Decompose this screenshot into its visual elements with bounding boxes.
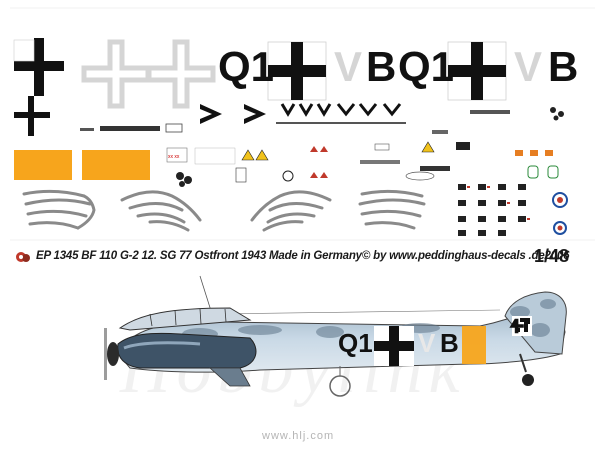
balkenkreuz-outline-icon: [81, 39, 216, 109]
scale-label: 1/48: [534, 246, 570, 266]
warning-triangle-icon: [255, 149, 269, 161]
small-frames: [527, 165, 559, 179]
aircraft-code-q1: Q1: [338, 328, 373, 358]
orange-band-decal: [82, 150, 150, 180]
code-v-right: V: [514, 43, 543, 90]
balkenkreuz-icon: [447, 41, 507, 101]
triangle-icon: [320, 146, 328, 152]
tail-wheel-shape: [522, 374, 534, 386]
orange-fuselage-band: [462, 326, 486, 364]
code-v-left: V: [334, 43, 363, 90]
triangle-icon: [310, 172, 318, 178]
engine-nacelle-shape: [117, 332, 257, 369]
roundel-icon: [552, 192, 568, 235]
decal-sheet-graphics: xx xx: [10, 7, 595, 241]
triangle-icon: [320, 172, 328, 178]
small-markings: xx xx: [166, 141, 553, 181]
fuselage-balkenkreuz-icon: [374, 326, 414, 366]
gear-ring-shape: [329, 375, 351, 397]
aircraft-code-b: B: [440, 328, 459, 358]
swastika-icon: [509, 316, 532, 336]
watermark-url: www.hlj.com: [262, 430, 335, 442]
chevron-icon: [200, 104, 266, 124]
title-bar: EP 1345 BF 110 G-2 12. SG 77 Ostfront 19…: [14, 246, 594, 268]
small-symbols: [176, 167, 294, 187]
warning-triangle-icon: [421, 141, 435, 153]
sheet-title: EP 1345 BF 110 G-2 12. SG 77 Ostfront 19…: [36, 250, 570, 262]
balkenkreuz-icon: [14, 96, 50, 136]
propeller-shape: [104, 328, 107, 380]
code-q1-right: Q1: [398, 43, 455, 90]
triangle-icon: [310, 146, 318, 152]
warning-triangle-icon: [241, 149, 255, 161]
peddinghaus-logo-icon: [16, 252, 30, 262]
spinner-shape: [107, 342, 119, 366]
balkenkreuz-icon: [13, 38, 64, 96]
code-b-left: B: [366, 43, 397, 90]
balkenkreuz-icon: [267, 41, 327, 101]
marker-columns: [458, 184, 530, 236]
svg-text:xx xx: xx xx: [168, 154, 180, 160]
canopy-shape: [118, 307, 252, 331]
skeleton-hand-icon: [22, 189, 426, 232]
code-b-right: B: [548, 43, 579, 90]
v-marks: [280, 103, 402, 117]
aircraft-profile: [104, 275, 567, 397]
dots: [550, 107, 564, 121]
aircraft-code-v: V: [418, 328, 436, 358]
orange-band-decal: [14, 150, 72, 180]
stencil-strips: [80, 110, 510, 134]
code-q1-left: Q1: [218, 43, 275, 90]
